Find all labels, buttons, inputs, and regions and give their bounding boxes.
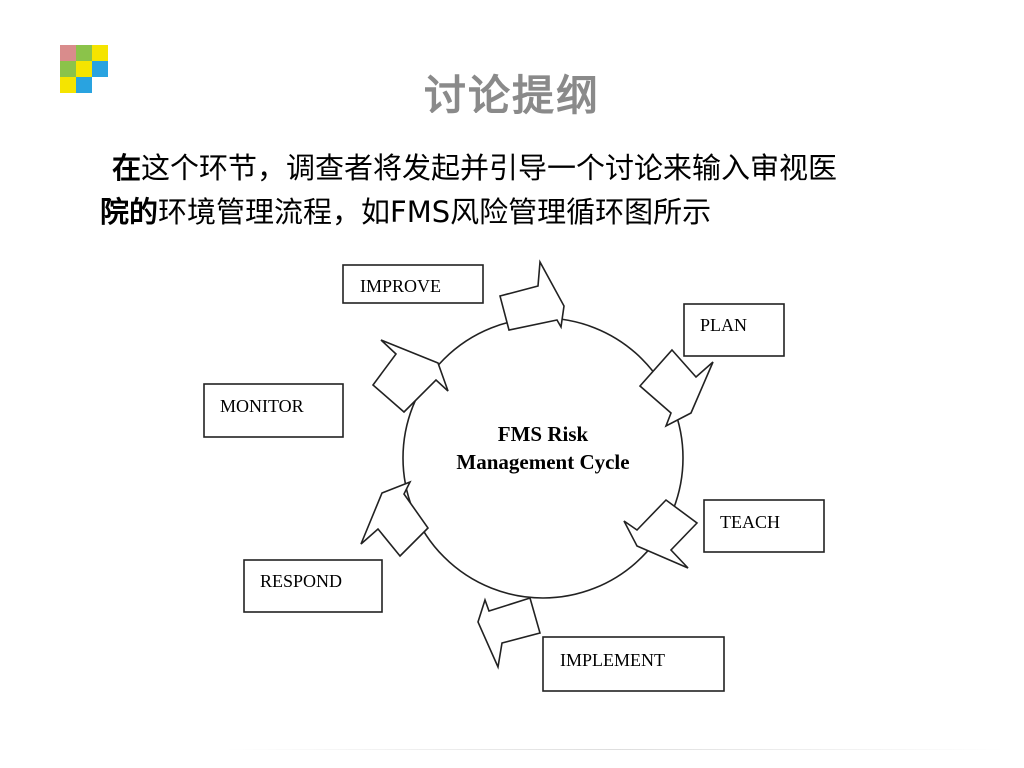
stage-label-implement: IMPLEMENT (560, 650, 665, 670)
stage-label-monitor: MONITOR (220, 396, 304, 416)
slide-title: 讨论提纲 (423, 71, 600, 120)
cycle-arrow-plan-to-teach (638, 348, 714, 428)
body-line-2-bold: 院的 (100, 195, 159, 229)
stage-box-improve: IMPROVE (342, 264, 484, 304)
body-line-2: 院的环境管理流程，如FMS风险管理循环图所示 (100, 190, 980, 234)
stage-box-implement: IMPLEMENT (542, 636, 725, 692)
body-line-2-rest: 环境管理流程，如FMS风险管理循环图所示 (158, 195, 712, 229)
stage-box-monitor: MONITOR (203, 383, 344, 438)
cycle-arrow-teach-to-implement (623, 498, 699, 569)
stage-box-respond: RESPOND (243, 559, 383, 613)
center-label-line-1: FMS Risk (498, 422, 589, 446)
stage-box-teach: TEACH (703, 499, 825, 553)
logo-square (60, 45, 76, 61)
logo-square (60, 61, 76, 77)
logo-square (92, 61, 108, 77)
logo (60, 45, 108, 93)
stage-label-improve: IMPROVE (360, 276, 441, 296)
cycle-arrow-improve-to-plan (499, 259, 565, 331)
logo-square (76, 45, 92, 61)
stage-label-respond: RESPOND (260, 571, 342, 591)
body-line-1-bold: 在 (112, 151, 142, 185)
body-line-1-rest: 这个环节，调查者将发起并引导一个讨论来输入审视医 (141, 151, 838, 185)
body-paragraph: 在这个环节，调查者将发起并引导一个讨论来输入审视医 院的环境管理流程，如FMS风… (100, 146, 980, 234)
logo-square (92, 45, 108, 61)
cycle-arrow-implement-to-respond (477, 596, 541, 670)
body-line-1: 在这个环节，调查者将发起并引导一个讨论来输入审视医 (100, 146, 980, 190)
logo-square (60, 77, 76, 93)
cycle-arrow-respond-to-monitor (360, 480, 430, 558)
stage-label-plan: PLAN (700, 315, 747, 335)
logo-square (76, 77, 92, 93)
logo-square (76, 61, 92, 77)
stage-label-teach: TEACH (720, 512, 780, 532)
footer-divider (225, 749, 1005, 750)
cycle-arrow-monitor-to-improve (371, 339, 449, 414)
center-label-line-2: Management Cycle (456, 450, 629, 474)
stage-box-plan: PLAN (683, 303, 785, 357)
